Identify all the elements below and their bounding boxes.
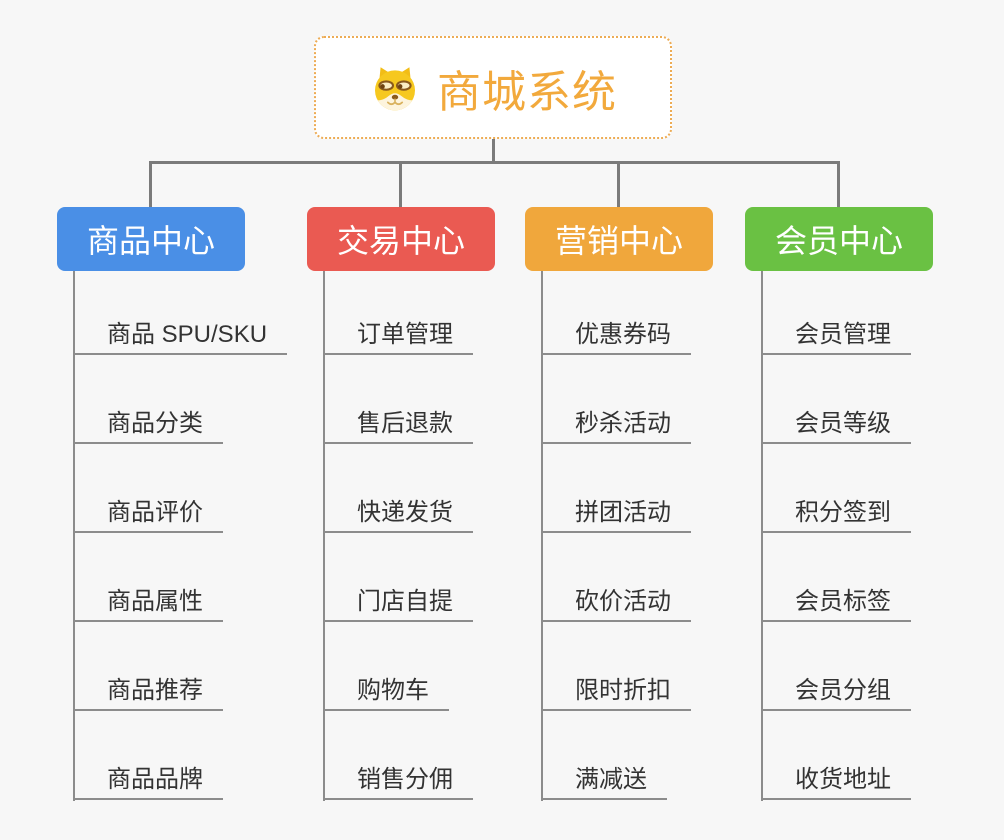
subtopic-item[interactable]: 商品分类 bbox=[73, 406, 223, 444]
subtopic-item[interactable]: 快递发货 bbox=[323, 495, 473, 533]
subtopic-item[interactable]: 销售分佣 bbox=[323, 762, 473, 800]
branch-member-center-label: 会员中心 bbox=[774, 223, 903, 259]
branch-member-items: 会员管理 会员等级 积分签到 会员标签 会员分组 收货地址 bbox=[761, 271, 911, 800]
subtopic-item[interactable]: 会员管理 bbox=[761, 317, 911, 355]
subtopic-item[interactable]: 商品属性 bbox=[73, 584, 223, 622]
connector-drop-marketing bbox=[617, 161, 620, 208]
branch-marketing-center: 营销中心 优惠券码 秒杀活动 拼团活动 砍价活动 限时折扣 满减送 bbox=[525, 207, 713, 801]
branch-product-spine-line bbox=[73, 271, 75, 801]
subtopic-item[interactable]: 订单管理 bbox=[323, 317, 473, 355]
branch-marketing-items: 优惠券码 秒杀活动 拼团活动 砍价活动 限时折扣 满减送 bbox=[541, 271, 691, 800]
subtopic-item[interactable]: 会员分组 bbox=[761, 673, 911, 711]
subtopic-item[interactable]: 砍价活动 bbox=[541, 584, 691, 622]
branch-product-center: 商品中心 商品 SPU/SKU 商品分类 商品评价 商品属性 商品推荐 商品品牌 bbox=[57, 207, 288, 801]
subtopic-item[interactable]: 商品评价 bbox=[73, 495, 223, 533]
subtopic-item[interactable]: 售后退款 bbox=[323, 406, 473, 444]
branch-marketing-center-label: 营销中心 bbox=[554, 223, 683, 259]
subtopic-item[interactable]: 会员等级 bbox=[761, 406, 911, 444]
subtopic-item[interactable]: 门店自提 bbox=[323, 584, 473, 622]
subtopic-item[interactable]: 收货地址 bbox=[761, 762, 911, 800]
branch-member-spine-line bbox=[761, 271, 763, 801]
branch-trade-center-label: 交易中心 bbox=[336, 223, 465, 259]
subtopic-item[interactable]: 优惠券码 bbox=[541, 317, 691, 355]
branch-marketing-center-node[interactable]: 营销中心 bbox=[525, 207, 713, 271]
branch-product-center-label: 商品中心 bbox=[86, 223, 215, 259]
subtopic-item[interactable]: 商品品牌 bbox=[73, 762, 223, 800]
subtopic-item[interactable]: 商品 SPU/SKU bbox=[73, 317, 288, 355]
branch-trade-items: 订单管理 售后退款 快递发货 门店自提 购物车 销售分佣 bbox=[323, 271, 473, 800]
branch-member-center-node[interactable]: 会员中心 bbox=[745, 207, 933, 271]
root-topic-label: 商城系统 bbox=[437, 67, 617, 117]
connector-horizontal-rail bbox=[149, 161, 840, 164]
branch-marketing-spine-line bbox=[541, 271, 543, 801]
doge-face-icon bbox=[369, 64, 421, 112]
subtopic-item[interactable]: 积分签到 bbox=[761, 495, 911, 533]
branch-trade-spine-line bbox=[323, 271, 325, 801]
branch-product-center-node[interactable]: 商品中心 bbox=[57, 207, 245, 271]
root-topic[interactable]: 商城系统 bbox=[314, 36, 672, 139]
connector-drop-trade bbox=[399, 161, 402, 208]
subtopic-item[interactable]: 会员标签 bbox=[761, 584, 911, 622]
subtopic-item[interactable]: 满减送 bbox=[541, 762, 667, 800]
branch-product-items: 商品 SPU/SKU 商品分类 商品评价 商品属性 商品推荐 商品品牌 bbox=[73, 271, 288, 800]
branch-trade-center-node[interactable]: 交易中心 bbox=[307, 207, 495, 271]
branch-member-center: 会员中心 会员管理 会员等级 积分签到 会员标签 会员分组 收货地址 bbox=[745, 207, 933, 801]
subtopic-item[interactable]: 商品推荐 bbox=[73, 673, 223, 711]
subtopic-item[interactable]: 秒杀活动 bbox=[541, 406, 691, 444]
subtopic-item[interactable]: 限时折扣 bbox=[541, 673, 691, 711]
connector-root-stem bbox=[492, 139, 495, 163]
connector-drop-product bbox=[149, 161, 152, 208]
subtopic-item[interactable]: 购物车 bbox=[323, 673, 449, 711]
subtopic-item[interactable]: 拼团活动 bbox=[541, 495, 691, 533]
branch-trade-center: 交易中心 订单管理 售后退款 快递发货 门店自提 购物车 销售分佣 bbox=[307, 207, 495, 801]
connector-drop-member bbox=[837, 161, 840, 208]
